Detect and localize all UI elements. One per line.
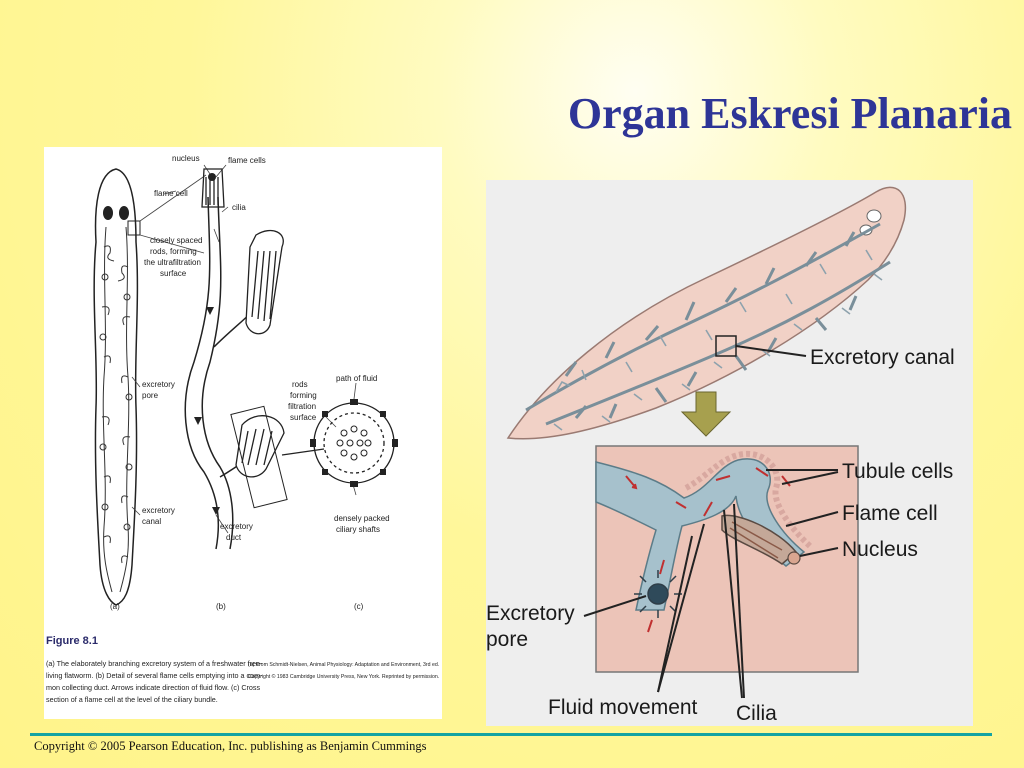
label-flame-cell: Flame cell bbox=[842, 502, 938, 525]
label-tubule-cells: Tubule cells bbox=[842, 460, 953, 483]
label-excretory-pore-1: Excretory bbox=[486, 602, 575, 625]
label-flame-cell: flame cell bbox=[154, 189, 188, 198]
label-excretory-canal: Excretory canal bbox=[810, 346, 955, 369]
label-excretory-duct-2: duct bbox=[226, 533, 242, 542]
label-filtration-4: surface bbox=[290, 413, 317, 422]
filtration-rods bbox=[310, 399, 398, 487]
label-flame-cells: flame cells bbox=[228, 156, 266, 165]
flame-cell-nucleus bbox=[208, 173, 216, 181]
label-filtration-3: filtration bbox=[288, 402, 316, 411]
label-path-of-fluid: path of fluid bbox=[336, 374, 377, 383]
label-excretory-canal-2: canal bbox=[142, 517, 161, 526]
label-filtration-2: forming bbox=[290, 391, 317, 400]
flame-cell-bottom bbox=[236, 416, 284, 477]
planaria-excretory-illustration: Excretory canal Tubule cells Flame cell … bbox=[486, 180, 973, 726]
flame-cell-middle bbox=[246, 231, 283, 334]
label-shafts-2: ciliary shafts bbox=[336, 525, 380, 534]
label-fluid-movement: Fluid movement bbox=[548, 696, 698, 719]
caption-line-4: section of a flame cell at the level of … bbox=[46, 695, 218, 704]
label-filtration-1: rods bbox=[292, 380, 308, 389]
label-excretory-pore-1: excretory bbox=[142, 380, 175, 389]
leader-lines bbox=[132, 165, 356, 533]
label-rods-1: closely spaced bbox=[150, 236, 202, 245]
flatworm-excretory-network bbox=[100, 227, 132, 592]
label-excretory-pore-2: pore bbox=[142, 391, 159, 400]
caption-source-2: Copyright © 1983 Cambridge University Pr… bbox=[248, 673, 439, 680]
label-panel-a: (a) bbox=[110, 602, 120, 611]
magnification-arrow bbox=[682, 392, 730, 436]
flow-arrows bbox=[194, 307, 220, 515]
label-cilia: Cilia bbox=[736, 702, 777, 725]
label-rods-4: surface bbox=[160, 269, 187, 278]
flatworm-body-outline bbox=[94, 169, 137, 605]
label-panel-c: (c) bbox=[354, 602, 364, 611]
label-excretory-duct-1: excretory bbox=[220, 522, 253, 531]
label-shafts-1: densely packed bbox=[334, 514, 390, 523]
caption-line-2: living flatworm. (b) Detail of several f… bbox=[46, 671, 263, 680]
slide-title: Organ Eskresi Planaria bbox=[568, 88, 1012, 139]
caption-line-3: mon collecting duct. Arrows indicate dir… bbox=[46, 683, 261, 692]
flatworm-eyes bbox=[103, 206, 129, 220]
footer-divider bbox=[30, 733, 992, 736]
flame-cell-nucleus bbox=[788, 552, 800, 564]
label-panel-b: (b) bbox=[216, 602, 226, 611]
flatworm-figure-8-1: nucleus flame cells flame cell cilia clo… bbox=[44, 147, 442, 719]
copyright-footer: Copyright © 2005 Pearson Education, Inc.… bbox=[34, 739, 426, 754]
label-excretory-pore-2: pore bbox=[486, 628, 528, 651]
figure-label: Figure 8.1 bbox=[46, 635, 98, 647]
caption-line-1: (a) The elaborately branching excretory … bbox=[46, 659, 263, 668]
label-nucleus: nucleus bbox=[172, 154, 200, 163]
ciliary-shafts bbox=[337, 426, 371, 460]
label-rods-2: rods, forming bbox=[150, 247, 197, 256]
magnified-region-box bbox=[128, 221, 140, 235]
label-nucleus: Nucleus bbox=[842, 538, 918, 561]
label-cilia: cilia bbox=[232, 203, 246, 212]
section-arrow bbox=[282, 449, 324, 455]
label-excretory-canal-1: excretory bbox=[142, 506, 175, 515]
label-rods-3: the ultrafiltration bbox=[144, 258, 201, 267]
caption-source-1: (a) From Schmidt-Nielsen, Animal Physiol… bbox=[248, 662, 439, 668]
